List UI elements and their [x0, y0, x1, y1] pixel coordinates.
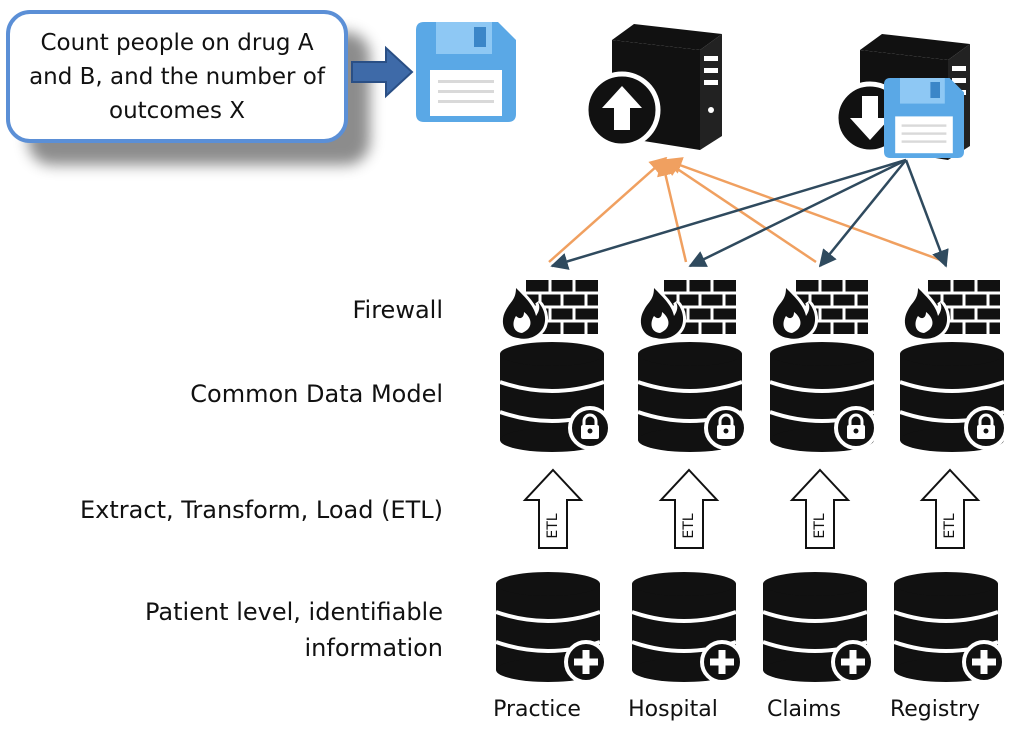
query-line-3: outcomes X — [109, 97, 245, 124]
firewall-icon — [773, 280, 868, 339]
plus-icon — [831, 640, 875, 684]
etl-arrow-label: ETL — [545, 513, 561, 538]
patient-label-line-2: information — [304, 634, 443, 662]
query-line-2: and B, and the number of — [29, 63, 325, 90]
site-label-claims: Claims — [767, 697, 841, 722]
cdm-label: Common Data Model — [190, 380, 443, 408]
site-label-practice: Practice — [493, 697, 581, 722]
lock-icon — [834, 406, 878, 450]
plus-icon — [962, 640, 1006, 684]
firewall-icon — [641, 280, 736, 339]
lock-icon — [704, 406, 748, 450]
etl-arrow-label: ETL — [681, 513, 697, 538]
etl-label: Extract, Transform, Load (ETL) — [80, 496, 443, 524]
download-connections — [550, 158, 949, 270]
query-arrow — [351, 45, 414, 99]
plus-icon — [564, 640, 608, 684]
upload-connections — [548, 156, 947, 264]
query-line-1: Count people on drug A — [40, 29, 314, 56]
site-label-hospital: Hospital — [628, 697, 718, 722]
firewall-icon — [905, 280, 1000, 339]
etl-arrow-icon: ETL — [660, 469, 718, 549]
lock-icon — [964, 406, 1008, 450]
query-callout: Count people on drug A and B, and the nu… — [6, 10, 348, 143]
firewall-label: Firewall — [352, 296, 443, 324]
etl-arrow-label: ETL — [812, 513, 828, 538]
patient-label-line-1: Patient level, identifiable — [145, 598, 443, 626]
etl-arrow-icon: ETL — [524, 469, 582, 549]
etl-arrow-label: ETL — [942, 513, 958, 538]
site-label-registry: Registry — [889, 697, 981, 722]
etl-arrow-icon: ETL — [921, 469, 979, 549]
save-floppy-icon — [416, 22, 516, 122]
upload-server-icon — [583, 24, 722, 150]
etl-arrow-icon: ETL — [791, 469, 849, 549]
plus-icon — [700, 640, 744, 684]
lock-icon — [568, 406, 612, 450]
download-floppy-icon — [884, 78, 964, 158]
firewall-icon — [503, 280, 598, 339]
